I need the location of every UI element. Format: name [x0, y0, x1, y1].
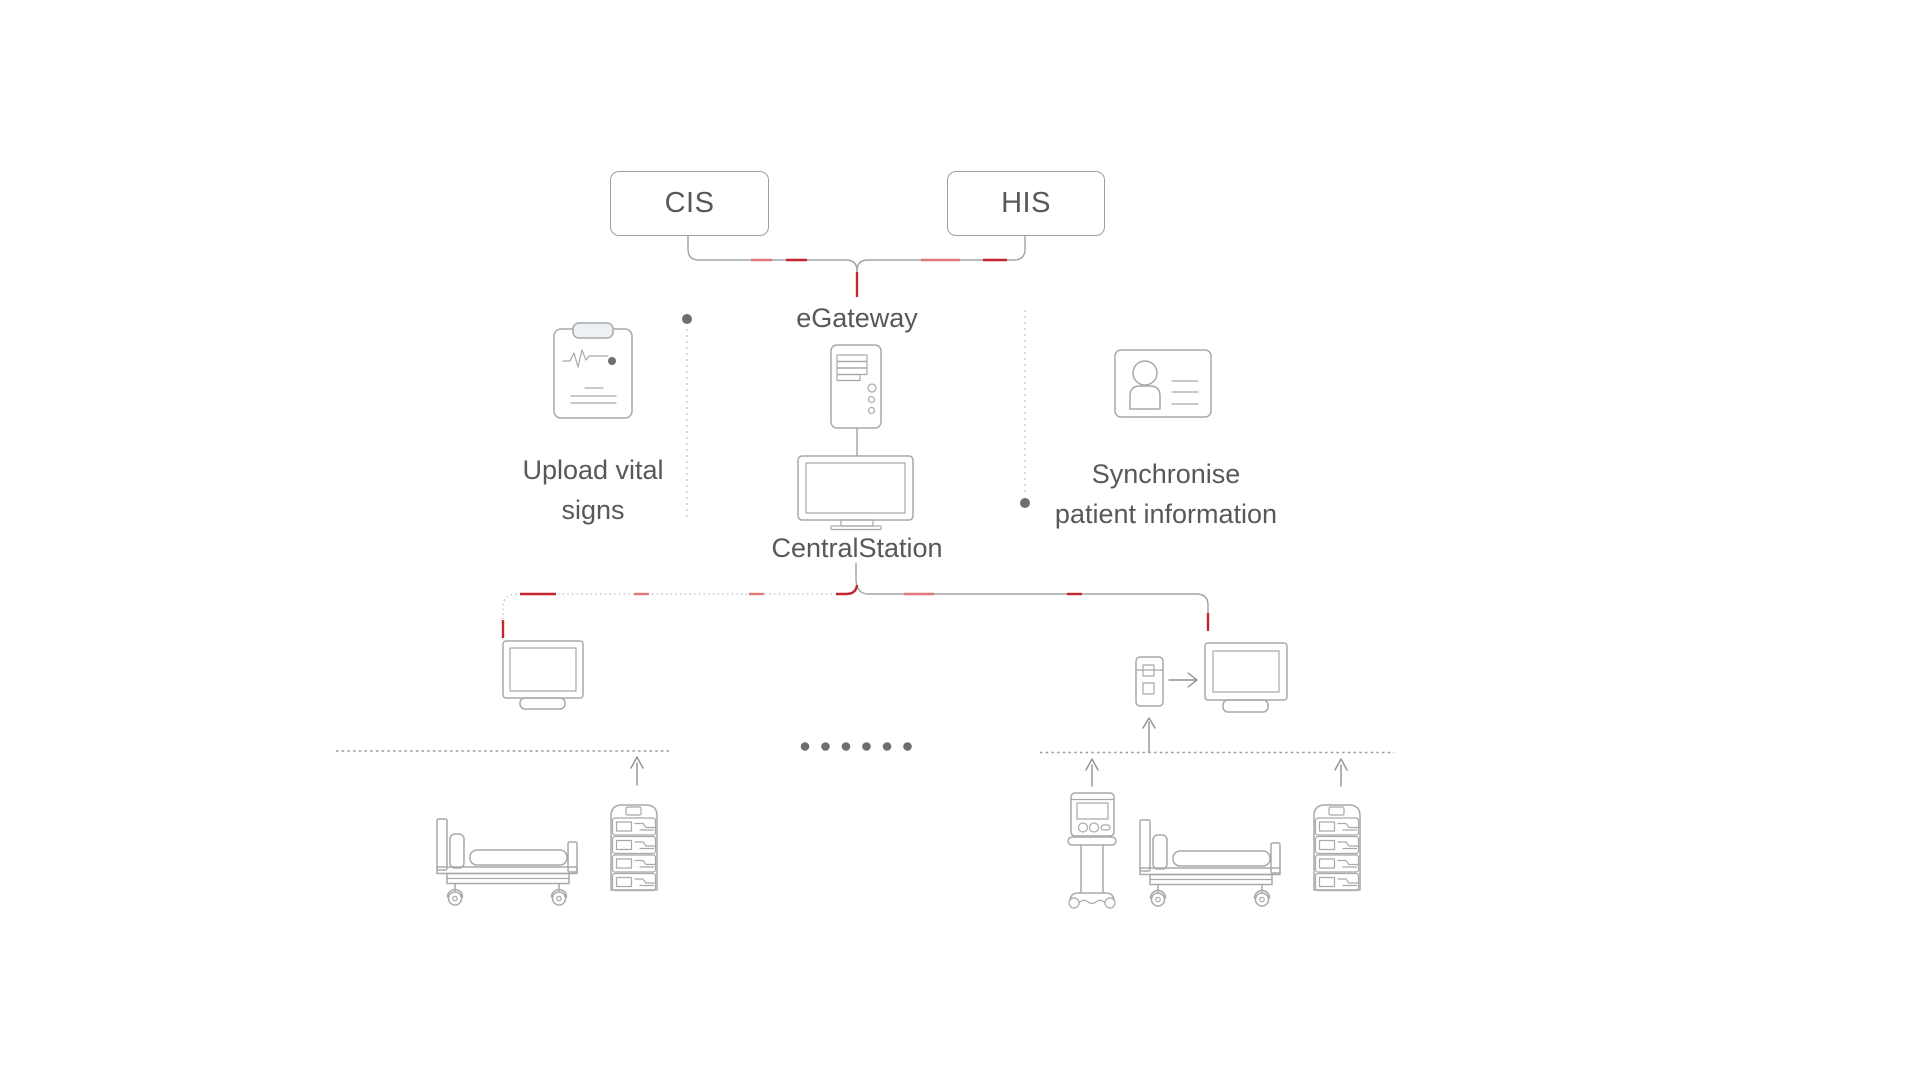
up-arrow-icon	[1334, 758, 1348, 787]
centralstation-label: CentralStation	[771, 533, 943, 563]
sync-callout-line	[1020, 310, 1030, 508]
patient-card-icon	[1114, 349, 1212, 418]
bedside-monitor-icon	[502, 640, 584, 710]
node-his-label: HIS	[1001, 187, 1051, 219]
hospital-bed-icon	[1139, 819, 1281, 907]
right-arrow-icon	[1168, 672, 1198, 688]
ellipsis-dots-icon	[800, 742, 912, 751]
module-rack-icon	[1313, 804, 1361, 892]
upload-vitals-line2: signs	[561, 495, 625, 525]
cis-his-to-egateway-connector	[687, 235, 1026, 297]
node-cis: CIS	[610, 171, 769, 236]
sync-patient-line2: patient information	[1054, 499, 1278, 529]
centralstation-to-monitors-connector	[501, 563, 1210, 638]
hospital-bed-icon	[436, 818, 578, 906]
module-rack-icon	[610, 804, 658, 892]
dock-icon	[1135, 656, 1164, 707]
node-his: HIS	[947, 171, 1105, 236]
upload-vitals-line1: Upload vital	[522, 455, 664, 485]
up-arrow-icon	[1085, 758, 1099, 787]
upload-vitals-label: Upload vital signs	[522, 450, 663, 530]
server-icon	[830, 344, 882, 429]
display-monitor-icon	[1204, 642, 1288, 713]
egateway-label: eGateway	[796, 303, 918, 333]
node-cis-label: CIS	[664, 187, 715, 219]
sync-patient-label: Synchronise patient information	[1055, 454, 1277, 534]
upload-callout-line	[682, 314, 692, 517]
up-arrow-icon	[630, 756, 644, 786]
ventilator-icon	[1067, 792, 1117, 909]
sync-patient-line1: Synchronise	[1091, 459, 1241, 489]
central-monitor-icon	[797, 455, 914, 531]
clipboard-vitals-icon	[553, 322, 633, 419]
up-arrow-icon	[1142, 717, 1156, 753]
